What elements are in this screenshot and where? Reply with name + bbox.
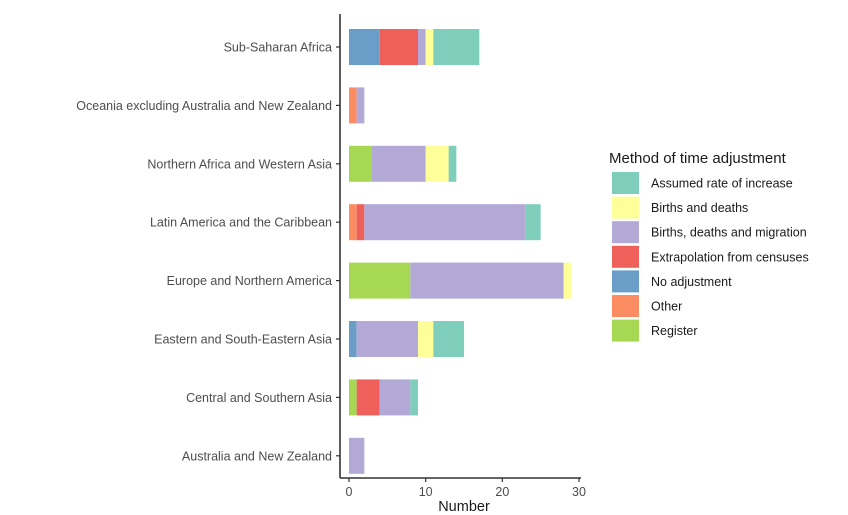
- x-tick-label-3: 30: [572, 485, 586, 499]
- x-tick-label-1: 10: [419, 485, 433, 499]
- x-tick-label-0: 0: [346, 485, 353, 499]
- y-tick-label-0: Sub-Saharan Africa: [224, 41, 332, 55]
- bar-segment-6-0: [349, 379, 357, 416]
- y-tick-label-6: Central and Southern Asia: [186, 391, 332, 405]
- legend-label-3: Extrapolation from censuses: [651, 250, 809, 264]
- bar-segment-3-3: [356, 204, 365, 241]
- legend-label-0: Assumed rate of increase: [651, 177, 793, 191]
- bar-segment-5-6: [433, 321, 464, 357]
- bar-segment-5-4: [356, 321, 418, 357]
- y-tick-label-7: Australia and New Zealand: [182, 449, 332, 463]
- y-tick-label-1: Oceania excluding Australia and New Zeal…: [76, 99, 332, 113]
- legend-label-2: Births, deaths and migration: [651, 226, 807, 240]
- legend-label-5: Other: [651, 300, 682, 314]
- bar-segment-2-5: [425, 145, 449, 182]
- bar-segment-0-5: [425, 29, 434, 65]
- bar-segment-0-3: [379, 29, 418, 65]
- legend-label-4: No adjustment: [651, 275, 732, 289]
- bar-segment-6-6: [410, 379, 418, 416]
- bar-segment-6-3: [356, 379, 380, 416]
- bar-segment-4-5: [563, 262, 572, 299]
- bar-segment-0-4: [418, 29, 426, 65]
- x-tick-label-2: 20: [495, 485, 509, 499]
- legend-title: Method of time adjustment: [609, 150, 787, 167]
- bar-segment-0-6: [433, 29, 480, 65]
- bar-segment-5-5: [418, 321, 434, 357]
- bar-segment-6-4: [379, 379, 411, 416]
- y-tick-label-2: Northern Africa and Western Asia: [147, 157, 332, 171]
- legend-key-0: [612, 172, 639, 194]
- bar-segment-0-2: [349, 29, 380, 65]
- bar-segment-2-4: [372, 145, 426, 182]
- legend-key-2: [612, 221, 639, 244]
- x-axis-title: Number: [438, 499, 490, 515]
- legend-label-6: Register: [651, 324, 698, 338]
- legend-key-1: [612, 196, 639, 219]
- legend-key-3: [612, 245, 639, 268]
- bar-segment-4-4: [410, 262, 564, 299]
- legend-key-5: [612, 295, 639, 317]
- legend-key-6: [612, 319, 639, 342]
- bars-layer: [349, 29, 572, 474]
- bar-segment-2-0: [349, 145, 372, 182]
- bar-segment-4-0: [349, 262, 411, 299]
- legend-label-1: Births and deaths: [651, 201, 748, 215]
- bar-segment-1-1: [349, 87, 357, 124]
- bar-segment-3-4: [364, 204, 526, 241]
- y-tick-label-3: Latin America and the Caribbean: [150, 216, 332, 230]
- bar-segment-5-2: [349, 321, 357, 357]
- y-tick-label-5: Eastern and South-Eastern Asia: [154, 333, 332, 347]
- legend-key-4: [612, 270, 639, 293]
- y-tick-label-4: Europe and Northern America: [167, 274, 332, 288]
- bar-segment-3-1: [349, 204, 357, 241]
- bar-segment-7-4: [349, 437, 365, 474]
- bar-segment-3-6: [525, 204, 541, 241]
- bar-segment-2-6: [448, 145, 457, 182]
- bar-segment-1-4: [356, 87, 365, 124]
